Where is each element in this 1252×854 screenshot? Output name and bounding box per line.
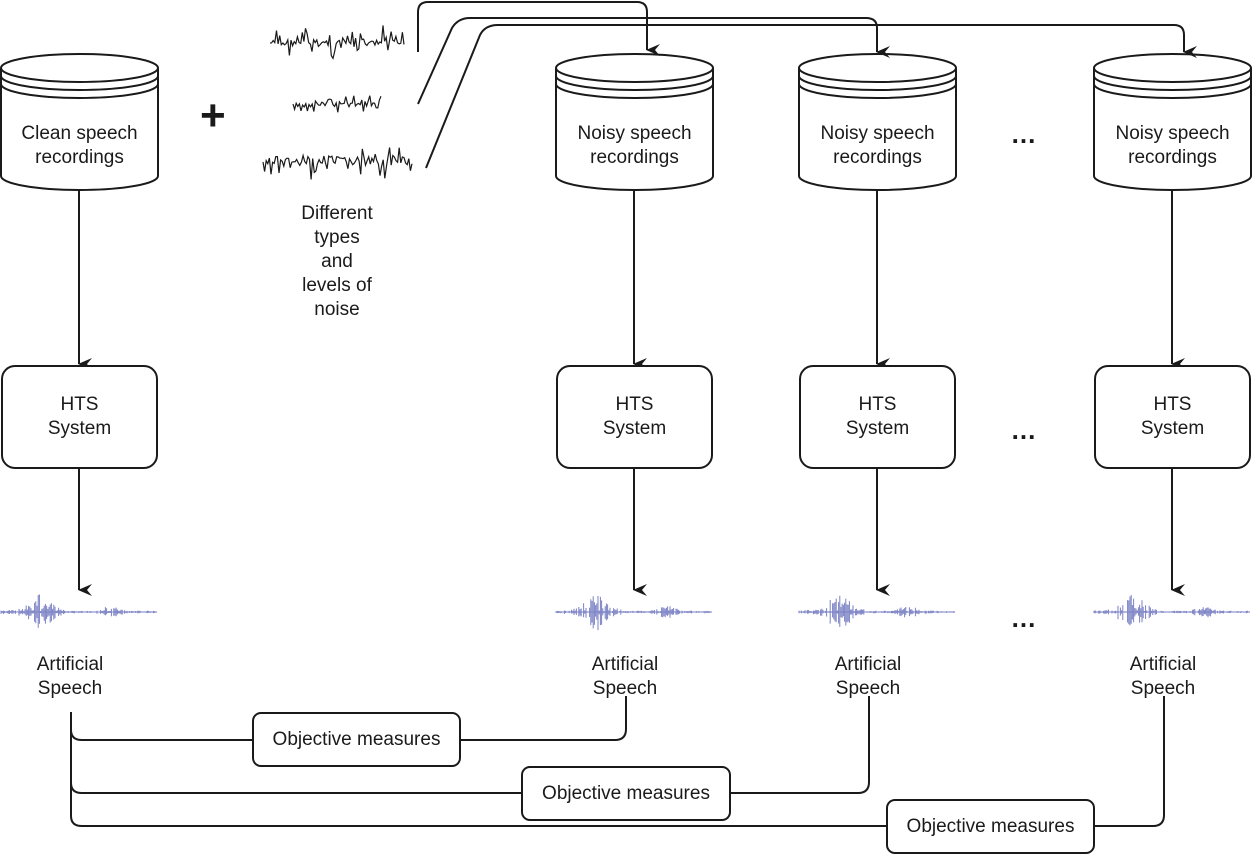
artificial-line2: Speech	[592, 678, 658, 699]
hts-system-noisy-1[interactable]: HTS System	[556, 365, 713, 469]
artificial-line2: Speech	[1130, 678, 1196, 699]
noise-caption: Different types and levels of noise	[277, 202, 397, 322]
connector-clean-to-objective-1	[70, 712, 252, 741]
speech-waveform-noisy-2-icon	[798, 595, 955, 627]
noisy-speech-db-2[interactable]: Noisy speech recordings	[799, 122, 956, 170]
artificial-line1: Artificial	[834, 654, 902, 675]
speech-waveform-noisy-1-icon	[555, 595, 712, 631]
objective-measures-2[interactable]: Objective measures	[521, 766, 731, 821]
noise-caption-line: Different	[301, 203, 373, 224]
hts-line1: HTS	[858, 394, 897, 415]
cylinder-ring	[1093, 75, 1252, 91]
artificial-line2: Speech	[835, 678, 901, 699]
noisy-db-line1: Noisy speech	[820, 123, 935, 144]
artificial-line2: Speech	[37, 678, 103, 699]
cylinder-ring	[1093, 83, 1252, 99]
ellipsis-speech: ...	[1011, 603, 1037, 633]
objective-measures-n[interactable]: Objective measures	[886, 799, 1095, 854]
hts-line1: HTS	[615, 394, 654, 415]
cylinder-top	[0, 53, 159, 83]
noise-waveform-icon	[292, 95, 382, 113]
artificial-line1: Artificial	[1129, 654, 1197, 675]
noisy-db-n-cylinder-icon	[1093, 53, 1252, 191]
noisy-db-line1: Noisy speech	[1115, 123, 1230, 144]
cylinder-ring	[555, 83, 714, 99]
hts-system-noisy-n[interactable]: HTS System	[1094, 365, 1251, 469]
artificial-line1: Artificial	[36, 654, 104, 675]
clean-speech-line2: recordings	[35, 147, 124, 168]
speech-waveform-noisy-n-icon	[1093, 595, 1250, 626]
noisy-db-line1: Noisy speech	[577, 123, 692, 144]
noise-route-2	[417, 17, 890, 105]
noisy-db-line2: recordings	[833, 147, 922, 168]
clean-speech-db-label[interactable]: Clean speech recordings	[1, 122, 158, 170]
hts-line1: HTS	[1153, 394, 1192, 415]
cylinder-ring	[555, 75, 714, 91]
noisy-db-line2: recordings	[590, 147, 679, 168]
cylinder-ring	[798, 75, 957, 91]
hts-line2: System	[845, 418, 910, 439]
connector-clean-to-objective-n	[70, 783, 886, 827]
noise-waveform-icon	[269, 25, 405, 60]
noise-caption-line: types	[314, 227, 360, 248]
noise-caption-line: noise	[314, 299, 360, 320]
clean-speech-line1: Clean speech	[21, 123, 138, 144]
cylinder-top	[555, 53, 714, 83]
hts-system-clean[interactable]: HTS System	[1, 365, 158, 469]
ellipsis-hts: ...	[1011, 415, 1037, 445]
noisy-speech-db-1[interactable]: Noisy speech recordings	[556, 122, 713, 170]
cylinder-ring	[798, 83, 957, 99]
noisy-db-1-cylinder-icon	[555, 53, 714, 191]
waveform-strokes	[798, 595, 955, 627]
objective-measures-1[interactable]: Objective measures	[252, 712, 461, 767]
cylinder-top	[798, 53, 957, 83]
hts-line2: System	[1140, 418, 1205, 439]
noise-waveform-icon	[262, 147, 413, 180]
noise-route-n	[425, 24, 1197, 169]
artificial-line1: Artificial	[591, 654, 659, 675]
speech-waveform-clean-icon	[0, 594, 158, 628]
waveform-strokes	[555, 595, 712, 631]
noise-route-1	[417, 1, 660, 56]
hts-line2: System	[602, 418, 667, 439]
hts-line1: HTS	[60, 394, 99, 415]
waveform-strokes	[1093, 595, 1250, 626]
connector-objective-2-to-speech	[731, 696, 870, 794]
plus-sign: +	[200, 91, 226, 140]
cylinder-ring	[0, 75, 159, 91]
cylinder-ring	[0, 83, 159, 99]
noisy-db-line2: recordings	[1128, 147, 1217, 168]
ellipsis-db: ...	[1011, 119, 1037, 149]
cylinder-top	[1093, 53, 1252, 83]
clean-db-cylinder-icon	[0, 53, 159, 191]
connector-objective-n-to-speech	[1095, 696, 1165, 827]
noisy-speech-db-n[interactable]: Noisy speech recordings	[1094, 122, 1251, 170]
noise-caption-line: levels of	[302, 275, 372, 296]
connector-objective-1-to-speech	[461, 696, 627, 741]
hts-system-noisy-2[interactable]: HTS System	[799, 365, 956, 469]
waveform-strokes	[0, 594, 158, 628]
noise-caption-line: and	[321, 251, 353, 272]
hts-line2: System	[47, 418, 112, 439]
